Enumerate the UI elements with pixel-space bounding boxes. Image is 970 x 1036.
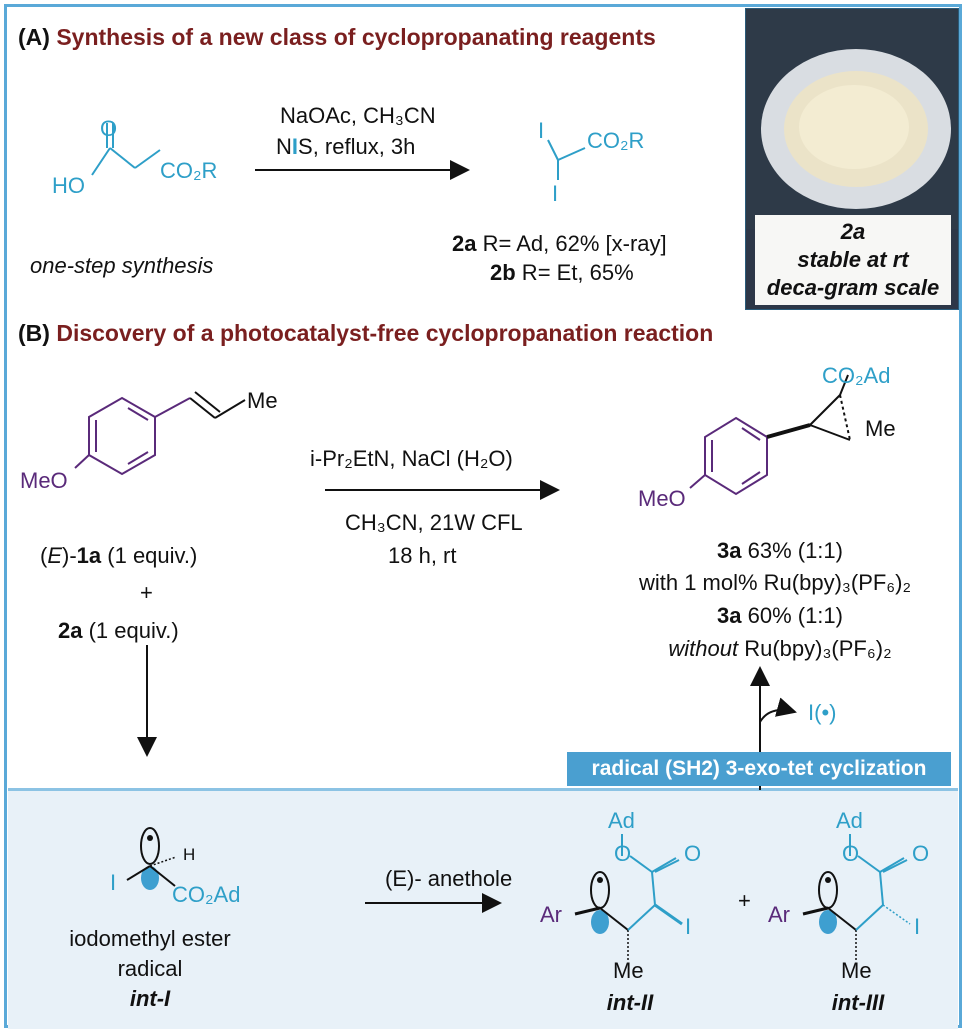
- compound-2a: 2a: [452, 231, 477, 256]
- section-a-title: Synthesis of a new class of cyclopropana…: [56, 24, 656, 50]
- yield-2a: 2a R= Ad, 62% [x-ray]: [452, 233, 667, 255]
- int-ii-ar: Ar: [540, 902, 562, 927]
- reactant-plus: +: [140, 580, 153, 605]
- int-ii-me: Me: [613, 958, 644, 983]
- result4-text: Ru(bpy)₃(PF₆)₂: [738, 636, 892, 661]
- int-i-co2ad: CO₂Ad: [172, 882, 241, 907]
- anethole-meo: MeO: [20, 468, 68, 493]
- section-a-label: (A): [18, 24, 50, 50]
- section-b-title: Discovery of a photocatalyst-free cyclop…: [56, 320, 714, 346]
- int-i-h: H: [183, 845, 196, 864]
- result1-text: 63% (1:1): [741, 538, 843, 563]
- r1-post: (1 equiv.): [101, 543, 198, 568]
- conditions-b-line3: 18 h, rt: [388, 543, 457, 568]
- conditions-rest: S, reflux, 3h: [298, 134, 416, 159]
- product-meo: MeO: [638, 486, 686, 511]
- result-line2: with 1 mol% Ru(bpy)₃(PF₆)₂: [638, 570, 912, 595]
- result3-text: 60% (1:1): [741, 603, 843, 628]
- anethole-me: Me: [247, 388, 278, 413]
- reactant-2a: 2a (1 equiv.): [58, 620, 179, 642]
- anethole-alkene: [189, 391, 246, 419]
- compound-2b: 2b: [490, 260, 516, 285]
- diiodo-i-bottom: I: [552, 181, 559, 206]
- r1-e: E: [47, 543, 63, 568]
- r1-bold: 1a: [76, 543, 102, 568]
- yield-2b: 2b R= Et, 65%: [490, 262, 634, 284]
- r1-pre: (: [40, 543, 48, 568]
- int-ii-drawing: [574, 834, 683, 960]
- int-iii-ar: Ar: [768, 902, 790, 927]
- yield-2a-text: R= Ad, 62% [x-ray]: [476, 231, 667, 256]
- conditions-b-line2: CH₃CN, 21W CFL: [345, 510, 523, 535]
- mechanism-plus: +: [738, 888, 751, 913]
- caption-stability: stable at rt: [797, 247, 909, 272]
- int-i-drawing: [126, 827, 177, 890]
- product-aryl-bonds: [689, 416, 768, 496]
- result-line4: without Ru(bpy)₃(PF₆)₂: [620, 638, 940, 660]
- r1-mid: )-: [62, 543, 77, 568]
- result3-bold: 3a: [717, 603, 742, 628]
- malonic-bonds: [91, 123, 161, 176]
- one-step-label: one-step synthesis: [30, 253, 214, 278]
- conditions-n: N: [276, 134, 292, 159]
- caption-scale: deca-gram scale: [766, 275, 940, 300]
- product-me: Me: [865, 416, 896, 441]
- r2-post: (1 equiv.): [82, 618, 179, 643]
- mechanism-arrow-label: (E)- anethole: [385, 866, 513, 891]
- int-i-iodine: I: [110, 870, 117, 895]
- int-iii-drawing: [802, 834, 911, 960]
- int-ii-i: I: [685, 914, 692, 939]
- powder-dish-image: [746, 9, 958, 229]
- int-ii-ad: Ad: [608, 808, 635, 833]
- iodine-radical-label: I(•): [808, 700, 837, 725]
- malonic-ho: HO: [52, 173, 85, 198]
- section-b-label: (B): [18, 320, 50, 346]
- r2-bold: 2a: [58, 618, 83, 643]
- malonic-co2r: CO₂R: [160, 158, 218, 183]
- int-iii-me: Me: [841, 958, 872, 983]
- conditions-a-line2: NIS, reflux, 3h: [276, 136, 415, 158]
- conditions-b-line1: i-Pr₂EtN, NaCl (H₂O): [310, 446, 513, 471]
- result-line3: 3a 60% (1:1): [620, 605, 940, 627]
- mechanism-panel: [8, 788, 958, 1029]
- yield-2b-text: R= Et, 65%: [515, 260, 634, 285]
- int-ii-label: int-II: [606, 990, 654, 1015]
- int-i-label: int-I: [129, 986, 171, 1011]
- int-iii-i: I: [914, 914, 921, 939]
- product-co2ad: CO₂Ad: [822, 363, 891, 388]
- reactant-1a: (E)-1a (1 equiv.): [40, 545, 197, 567]
- result-line1: 3a 63% (1:1): [620, 540, 940, 562]
- cyclization-banner: radical (SH2) 3-exo-tet cyclization: [567, 752, 951, 786]
- cyclopropane-bonds: [766, 374, 851, 441]
- int-ii-o: O: [614, 841, 632, 866]
- section-b-heading: (B) Discovery of a photocatalyst-free cy…: [18, 322, 713, 345]
- result4-italic: without: [668, 636, 739, 661]
- diiodo-co2r: CO₂R: [587, 128, 645, 153]
- section-a-heading: (A) Synthesis of a new class of cyclopro…: [18, 26, 656, 49]
- int-iii-label: int-III: [831, 990, 885, 1015]
- int-ii-o2: O: [684, 841, 702, 866]
- int-i-name2: radical: [117, 956, 183, 981]
- iodine-loss-arrow: [759, 697, 797, 723]
- int-iii-o: O: [842, 841, 860, 866]
- conditions-i: I: [291, 134, 299, 159]
- photo-caption: 2a stable at rt deca-gram scale: [755, 215, 951, 305]
- result1-bold: 3a: [717, 538, 742, 563]
- caption-compound: 2a: [840, 219, 866, 244]
- int-iii-ad: Ad: [836, 808, 863, 833]
- int-iii-o2: O: [912, 841, 930, 866]
- anethole-bonds: [74, 396, 191, 476]
- int-i-name1: iodomethyl ester: [69, 926, 231, 951]
- diiodo-i-top: I: [538, 118, 545, 143]
- conditions-a-line1: NaOAc, CH₃CN: [280, 103, 436, 128]
- diiodo-bonds: [547, 139, 586, 180]
- malonic-carbonyl-o: O: [100, 116, 118, 141]
